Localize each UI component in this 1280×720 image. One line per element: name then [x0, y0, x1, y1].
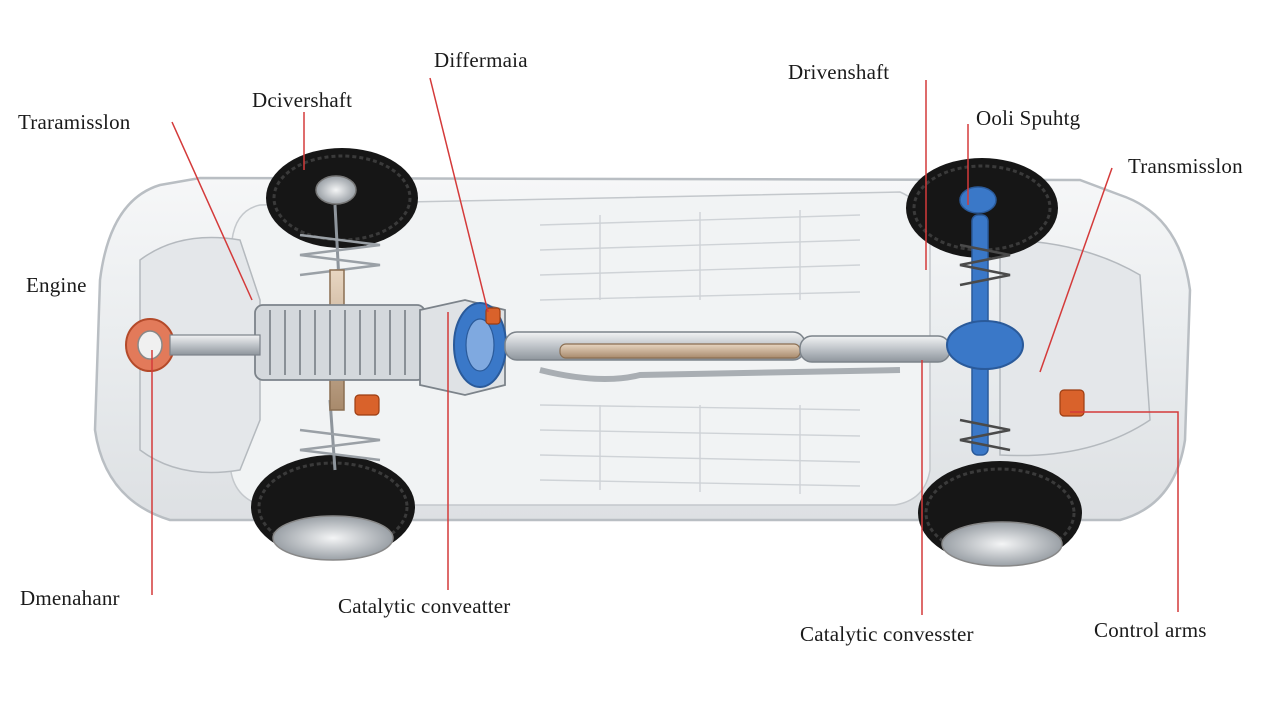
- front-right-wheel: [251, 455, 415, 561]
- label-differential: Differmaia: [434, 48, 528, 72]
- floor-ribs: [539, 210, 861, 494]
- leader-lines: [151, 77, 1179, 615]
- label-transmission-left: Traramisslon: [18, 110, 131, 134]
- leader-transmission-right: [1039, 167, 1113, 373]
- exhaust-system: [504, 331, 951, 382]
- label-driveshaft-bottom: Dmenahanr: [20, 586, 120, 610]
- transmission-housing: [419, 299, 507, 396]
- label-driveshaft-right: Drivenshaft: [788, 60, 890, 84]
- label-catalytic-left: Catalytic conveatter: [338, 594, 511, 618]
- catalytic-section: [559, 343, 801, 359]
- rear-differential: [946, 320, 1024, 370]
- label-driveshaft-left: Dcivershaft: [252, 88, 353, 112]
- leader-transmission-left: [171, 121, 253, 301]
- rear-orange-sensor: [1059, 389, 1085, 417]
- leader-differential: [429, 77, 489, 313]
- label-engine: Engine: [26, 273, 87, 297]
- engine-assembly: [125, 304, 426, 381]
- label-coil-springs: Ooli Spuhtg: [976, 106, 1081, 130]
- leader-control-arms: [1070, 411, 1179, 612]
- label-catalytic-right: Catalytic convesster: [800, 622, 974, 646]
- label-transmission-right: Transmisslon: [1128, 154, 1243, 178]
- rear-right-wheel: [918, 461, 1082, 567]
- rear-axle: [946, 214, 1085, 456]
- rear-muffler-pipe: [799, 335, 951, 363]
- label-control-arms: Control arms: [1094, 618, 1207, 642]
- rear-subframe: [999, 239, 1151, 457]
- orange-sensor: [354, 394, 380, 416]
- front-left-wheel: [266, 148, 418, 248]
